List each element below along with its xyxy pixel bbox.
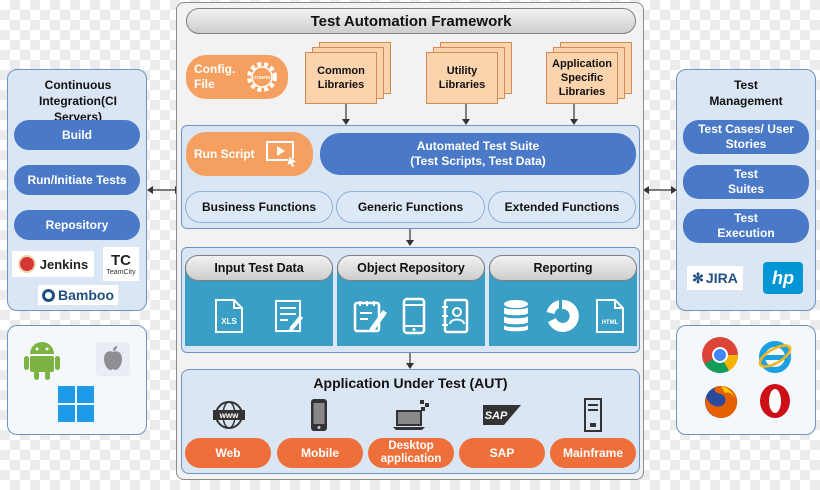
desktop-icon [393,400,429,430]
bamboo-logo: Bamboo [38,285,118,305]
opera-icon [760,384,790,418]
hp-logo: hp [763,262,803,294]
input-test-data-header: Input Test Data [185,255,333,281]
utility-libraries: Utility Libraries [426,52,498,104]
framework-title: Test Automation Framework [186,8,636,34]
ci-build[interactable]: Build [14,120,140,150]
data-down-arrow [406,353,414,369]
aut-title: Application Under Test (AUT) [313,375,508,391]
smartphone-icon [402,297,426,335]
app-libraries-stack: Application Specific Libraries [546,42,638,106]
jira-label: JIRA [705,270,738,286]
apple-icon [96,342,130,376]
aut-desktop[interactable]: Desktop application [368,438,454,468]
teamcity-label: TeamCity [106,268,136,276]
tm-title: Test Management [709,78,783,108]
aut-mainframe[interactable]: Mainframe [550,438,636,468]
bamboo-icon [42,288,55,302]
contact-book-icon [442,298,469,334]
mobile-icon [311,399,327,431]
bamboo-label: Bamboo [58,287,114,303]
run-script-button[interactable]: Run Script [186,132,313,176]
tm-test-suites[interactable]: Test Suites [683,165,809,199]
xls-file-text: XLS [221,317,237,326]
suite-down-arrow [406,229,414,246]
aut-mobile[interactable]: Mobile [277,438,363,468]
aut-web[interactable]: Web [185,438,271,468]
database-icon [504,300,528,332]
app-specific-libraries: Application Specific Libraries [546,52,618,104]
common-libraries-stack: Common Libraries [305,42,397,106]
ci-repository[interactable]: Repository [14,210,140,240]
teamcity-logo: TC TeamCity [103,247,139,281]
run-script-label: Run Script [194,146,255,161]
pie-chart-icon [546,299,579,332]
object-repository-header: Object Repository [337,255,485,281]
extended-functions[interactable]: Extended Functions [488,191,636,223]
ci-title: Continuous Integration(CI Servers) [39,78,117,124]
library-arrows [342,104,578,125]
notepad-pen-icon [353,301,387,333]
config-gear-text: CONFIG [253,75,271,80]
xls-file-icon: XLS [215,299,243,333]
generic-functions[interactable]: Generic Functions [336,191,485,223]
teamcity-mark: TC [111,251,131,269]
tm-test-execution[interactable]: Test Execution [683,209,809,243]
sap-logo-text: SAP [485,410,508,422]
firefox-icon [705,385,738,418]
chrome-icon [702,337,738,374]
www-text: www [219,411,239,420]
jenkins-logo: Jenkins [12,251,94,277]
jenkins-label: Jenkins [39,256,89,272]
config-file-button[interactable]: Config. File CONFIG [186,55,288,99]
windows-icon [58,386,94,422]
jira-logo: ✻ JIRA [687,266,743,290]
sap-logo-icon: SAP [483,405,521,425]
config-gear-icon: CONFIG [247,62,277,92]
business-functions[interactable]: Business Functions [185,191,333,223]
jira-icon: ✻ [692,269,704,286]
mainframe-icon [584,398,602,432]
tm-panel: Test Management Test Cases/ User Stories… [676,69,816,311]
utility-libraries-stack: Utility Libraries [426,42,518,106]
browser-panel [676,325,816,435]
html-file-text: HTML [602,320,619,326]
reporting-header: Reporting [489,255,637,281]
config-file-label: Config. File [194,62,236,91]
android-icon [24,342,60,380]
hp-label: hp [772,267,794,288]
tm-test-cases[interactable]: Test Cases/ User Stories [683,120,809,154]
ci-run-tests[interactable]: Run/Initiate Tests [14,165,140,195]
common-libraries: Common Libraries [305,52,377,104]
tm-link-arrow [643,186,677,194]
www-globe-icon: www [213,401,245,429]
automated-test-suite[interactable]: Automated Test Suite (Test Scripts, Test… [320,133,636,175]
aut-sap[interactable]: SAP [459,438,545,468]
os-panel [7,325,147,435]
video-play-icon [265,141,298,168]
html-file-icon: HTML [596,299,624,333]
ci-panel: Continuous Integration(CI Servers) Build… [7,69,147,311]
document-edit-icon [275,300,303,332]
ie-icon [758,341,792,373]
jenkins-icon [17,255,36,273]
